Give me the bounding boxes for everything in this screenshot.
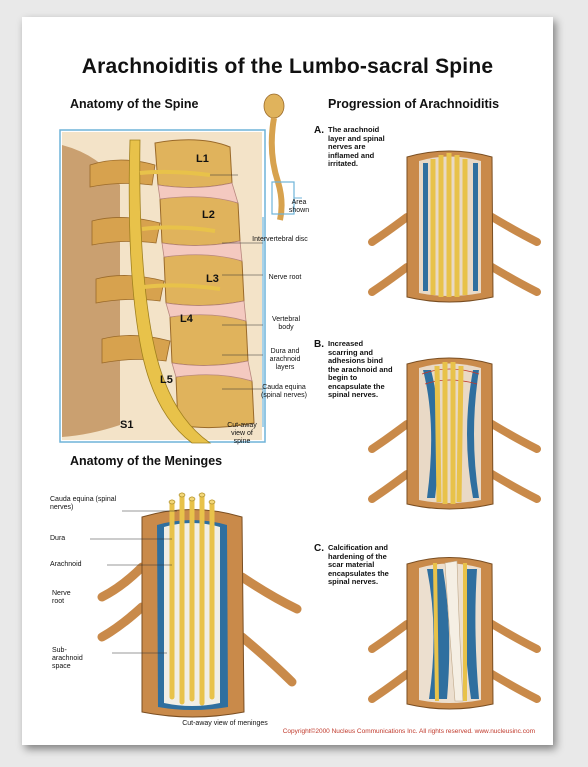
poster: Arachnoiditis of the Lumbo-sacral Spine … xyxy=(22,17,553,745)
step-c-letter: C. xyxy=(314,543,324,554)
section-progression: Progression of Arachnoiditis xyxy=(328,97,500,111)
arachnoiditis-stage-b xyxy=(368,357,541,510)
copyright-notice: Copyright©2000 Nucleus Communications In… xyxy=(282,728,535,735)
step-b-letter: B. xyxy=(314,339,324,350)
poster-title: Arachnoiditis of the Lumbo-sacral Spine xyxy=(81,55,494,78)
vertebra-label-l5: L5 xyxy=(160,374,173,386)
skeleton-thumbnail xyxy=(263,93,302,221)
section-anatomy-spine: Anatomy of the Spine xyxy=(70,97,199,111)
label-nerve-root-meninges: Nerve root xyxy=(52,590,71,605)
label-cutaway-spine: Cut-away view of spine xyxy=(227,422,257,445)
spine-label-leaders xyxy=(222,217,264,427)
section-anatomy-meninges: Anatomy of the Meninges xyxy=(70,454,223,468)
label-vertebral-body: Vertebral body xyxy=(271,316,301,331)
vertebra-label-l1: L1 xyxy=(196,153,209,165)
vertebra-label-l4: L4 xyxy=(180,313,193,325)
label-area-shown: Area shown xyxy=(288,199,310,214)
label-dura-arachnoid: Dura and arachnoid layers xyxy=(269,348,301,371)
arachnoiditis-stage-c xyxy=(368,557,541,710)
step-b-text: Increased scarring and adhesions bind th… xyxy=(328,339,393,399)
meninges-label-leaders xyxy=(90,510,177,654)
meninges-illustration xyxy=(97,492,302,718)
vertebra-label-l2: L2 xyxy=(202,209,215,221)
arachnoiditis-stage-a xyxy=(368,150,541,303)
label-arachnoid: Arachnoid xyxy=(50,561,82,568)
step-c-text: Calcification and hardening of the scar … xyxy=(328,543,389,586)
spine-illustration xyxy=(59,129,266,444)
label-nerve-root-spine: Nerve root xyxy=(268,274,302,281)
label-cauda-equina-spine: Cauda equina (spinal nerves) xyxy=(261,384,307,399)
step-a-letter: A. xyxy=(314,125,324,136)
label-dura: Dura xyxy=(50,535,66,542)
label-subarachnoid-space: Sub-arachnoid space xyxy=(52,647,83,670)
label-cauda-equina-meninges: Cauda equina (spinal nerves) xyxy=(50,496,117,511)
step-a-text: The arachnoid layer and spinal nerves ar… xyxy=(328,125,385,168)
vertebra-label-l3: L3 xyxy=(206,273,219,285)
label-intervertebral-disc: Intervertebral disc xyxy=(252,236,308,243)
label-cutaway-meninges: Cut-away view of meninges xyxy=(182,720,268,727)
vertebra-label-s1: S1 xyxy=(120,419,134,431)
